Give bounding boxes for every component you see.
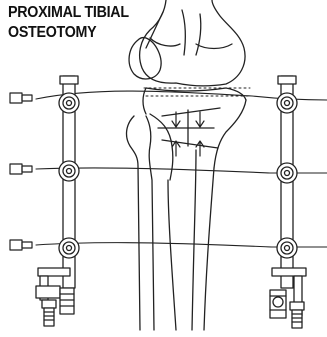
tibial-shaft bbox=[168, 150, 214, 330]
fibula bbox=[127, 116, 154, 330]
osteotomy-wedge bbox=[158, 108, 220, 148]
proximal-tibia bbox=[143, 88, 246, 180]
femur bbox=[140, 0, 245, 86]
wire-end-clamps-left bbox=[10, 93, 32, 250]
fixation-bolts bbox=[59, 93, 297, 258]
